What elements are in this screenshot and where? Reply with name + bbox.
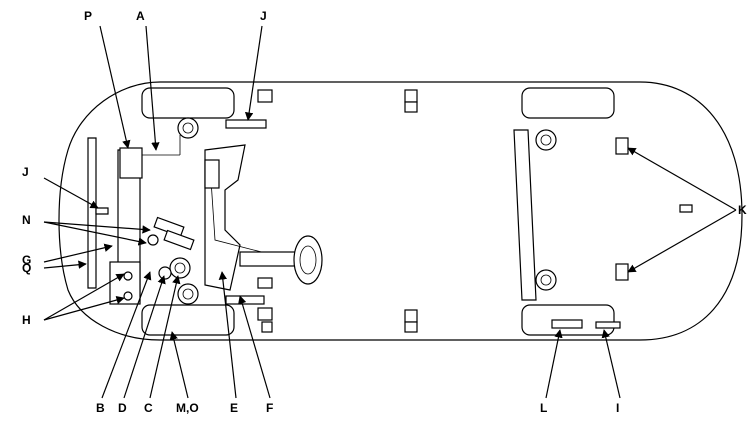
callout-k: K bbox=[738, 203, 747, 217]
wheel-speed-sensor-lower bbox=[163, 229, 195, 251]
callout-n: N bbox=[22, 213, 31, 227]
side-sensor-upper bbox=[615, 137, 629, 155]
callout-e: E bbox=[230, 401, 238, 415]
steering-wheel bbox=[293, 235, 323, 285]
callout-b: B bbox=[96, 401, 105, 415]
callout-m-o: M,O bbox=[176, 401, 199, 415]
front-right-wheel-well bbox=[141, 304, 235, 336]
rear-left-wheel-well bbox=[521, 87, 615, 119]
brake-booster bbox=[169, 257, 191, 279]
rear-right-damper bbox=[535, 269, 557, 291]
rear-axle-beam bbox=[513, 129, 537, 301]
rear-center-sensor bbox=[679, 204, 693, 213]
callout-h: H bbox=[22, 313, 31, 327]
front-right-strut bbox=[177, 283, 199, 305]
rear-left-damper bbox=[535, 129, 557, 151]
callout-a: A bbox=[136, 9, 145, 23]
front-bumper-beam bbox=[87, 137, 97, 289]
callout-i: I bbox=[616, 401, 619, 415]
callout-j-top: J bbox=[260, 9, 267, 23]
callout-l: L bbox=[540, 401, 547, 415]
rear-wheel-sensor-left bbox=[551, 319, 583, 329]
callout-j-left: J bbox=[22, 165, 29, 179]
connector-bracket-mid bbox=[225, 295, 265, 305]
rear-wheel-sensor-right bbox=[595, 321, 621, 329]
connector-bracket-top bbox=[225, 119, 267, 129]
callout-f: F bbox=[266, 401, 273, 415]
callout-c: C bbox=[144, 401, 153, 415]
steering-column bbox=[239, 251, 301, 267]
abs-control-unit bbox=[109, 261, 141, 305]
front-left-strut bbox=[177, 117, 199, 139]
callout-q: Q bbox=[22, 261, 31, 275]
impact-sensor-left bbox=[95, 207, 109, 215]
side-sensor-lower bbox=[615, 263, 629, 281]
mount-bolt-lower bbox=[123, 291, 133, 301]
battery-relay-box bbox=[119, 147, 143, 179]
callout-d: D bbox=[118, 401, 127, 415]
vehicle-body-outline bbox=[58, 81, 743, 341]
mount-bolt-upper bbox=[123, 271, 133, 281]
callout-g: G bbox=[22, 253, 31, 267]
brake-fluid-reservoir bbox=[158, 266, 172, 280]
callout-p: P bbox=[84, 9, 92, 23]
front-left-wheel-well bbox=[141, 87, 235, 119]
